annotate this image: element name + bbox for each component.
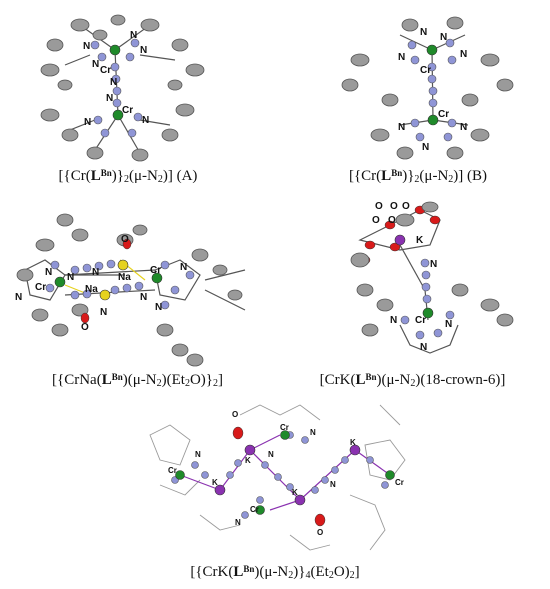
label-o: O: [121, 234, 129, 245]
caption-e: [{CrK(LBn)(μ-N2)}4(Et2O)2]: [190, 564, 360, 581]
label-n: N: [460, 122, 467, 133]
label-cr: Cr: [438, 109, 449, 120]
label-n: N: [390, 315, 397, 326]
label-cr: Cr: [100, 65, 111, 76]
label-n: N: [92, 59, 99, 70]
label-o: O: [81, 322, 89, 333]
structure-c: O N N N Na Cr N Cr Na N N N N O: [15, 213, 246, 367]
label-n: N: [142, 115, 149, 126]
label-cr: Cr: [150, 265, 161, 276]
label-n: N: [330, 480, 336, 489]
label-n: N: [235, 518, 241, 527]
label-n: N: [430, 259, 437, 270]
label-n: N: [110, 77, 117, 88]
label-n: N: [310, 428, 316, 437]
label-n: N: [92, 267, 99, 278]
label-n: N: [398, 52, 405, 63]
label-cr: Cr: [35, 282, 46, 293]
label-o: O: [232, 410, 238, 419]
structure-b: N N N N Cr Cr N N N: [341, 16, 514, 160]
label-cr: Cr: [250, 505, 259, 514]
label-n: N: [422, 142, 429, 153]
label-o: O: [375, 201, 383, 212]
label-k: K: [245, 456, 251, 465]
label-n: N: [445, 319, 452, 330]
label-n: N: [84, 117, 91, 128]
label-n: N: [155, 302, 162, 313]
label-cr: Cr: [122, 105, 133, 116]
caption-d: [CrK(LBn)(μ-N2)(18-crown-6)]: [319, 372, 506, 389]
caption-c: [{CrNa(LBn)(μ-N2)(Et2O)}2]: [52, 372, 223, 389]
label-n: N: [268, 450, 274, 459]
label-n: N: [195, 450, 201, 459]
label-n: N: [140, 292, 147, 303]
label-n: N: [100, 307, 107, 318]
caption-a: [{Cr(LBn)}2(μ-N2)] (A): [58, 168, 198, 185]
label-n: N: [398, 122, 405, 133]
label-o: O: [390, 201, 398, 212]
label-k: K: [416, 235, 424, 246]
label-n: N: [460, 49, 467, 60]
label-cr: Cr: [168, 466, 177, 475]
label-n: N: [130, 30, 137, 41]
label-k: K: [212, 478, 218, 487]
label-n: N: [420, 342, 427, 353]
label-n: N: [15, 292, 22, 303]
structure-a: N N N N Cr Cr N N N N: [40, 14, 205, 162]
label-n: N: [83, 41, 90, 52]
label-o: O: [372, 215, 380, 226]
label-n: N: [106, 93, 113, 104]
label-k: K: [292, 488, 298, 497]
label-o: O: [317, 528, 323, 537]
label-cr: Cr: [395, 478, 404, 487]
label-k: K: [350, 438, 356, 447]
label-o: O: [402, 201, 410, 212]
structure-e: O Cr K K Cr K Cr Cr K O N N N N N: [149, 404, 406, 551]
label-n: N: [420, 27, 427, 38]
label-na: Na: [118, 272, 131, 283]
label-n: N: [140, 45, 147, 56]
label-n: N: [67, 272, 74, 283]
caption-b: [{Cr(LBn)}2(μ-N2)] (B): [348, 168, 488, 185]
label-n: N: [45, 267, 52, 278]
label-n: N: [440, 32, 447, 43]
label-na: Na: [85, 284, 98, 295]
label-n: N: [180, 262, 187, 273]
structure-d: O O O O O K N N Cr N N: [350, 201, 514, 354]
label-o: O: [388, 215, 396, 226]
label-cr: Cr: [280, 423, 289, 432]
label-cr: Cr: [420, 65, 431, 76]
label-cr: Cr: [415, 315, 426, 326]
